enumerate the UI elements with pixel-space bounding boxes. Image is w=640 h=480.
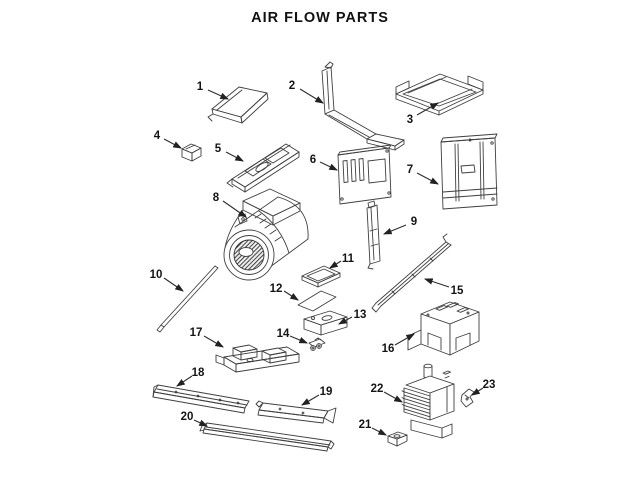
- part-1-art: [207, 86, 269, 124]
- part-15-art: [371, 233, 452, 313]
- callout-18: 18: [176, 367, 205, 387]
- callout-arrow-2: [299, 88, 324, 104]
- part-11-art: [301, 265, 341, 288]
- callout-17: 17: [190, 327, 224, 348]
- callout-arrow-10: [163, 277, 184, 292]
- callout-arrow-11: [329, 260, 342, 269]
- callout-arrow-17: [203, 335, 224, 348]
- callout-6: 6: [310, 154, 338, 171]
- callout-16: 16: [382, 333, 415, 355]
- callout-9: 9: [382, 216, 417, 235]
- callout-label-2: 2: [289, 80, 295, 92]
- part-21-art: [387, 431, 408, 447]
- callout-arrow-7: [416, 172, 439, 185]
- callout-15: 15: [423, 278, 464, 297]
- callout-arrow-20: [193, 419, 208, 427]
- callout-label-14: 14: [277, 328, 290, 340]
- callout-arrow-18: [176, 375, 193, 387]
- callout-12: 12: [270, 283, 299, 301]
- part-7-art: [440, 133, 498, 210]
- callout-10: 10: [150, 269, 184, 292]
- callout-arrow-15: [423, 278, 450, 288]
- part-8-art: [223, 188, 309, 281]
- callout-2: 2: [289, 80, 324, 104]
- callout-label-16: 16: [382, 343, 395, 355]
- callout-label-3: 3: [407, 114, 413, 126]
- part-5-art: [226, 143, 300, 193]
- callout-3: 3: [407, 102, 439, 126]
- part-18-art: [152, 384, 250, 414]
- callout-arrow-8: [222, 200, 247, 218]
- callout-label-22: 22: [371, 383, 384, 395]
- callout-arrow-13: [338, 316, 353, 325]
- callout-label-1: 1: [197, 81, 204, 93]
- callout-label-5: 5: [215, 143, 222, 155]
- callout-label-12: 12: [270, 283, 283, 295]
- part-10-art: [156, 265, 219, 333]
- callout-23: 23: [471, 379, 496, 396]
- part-6-art: [337, 144, 392, 205]
- callout-label-20: 20: [181, 411, 194, 423]
- part-2-art: [321, 61, 405, 151]
- callout-arrow-16: [394, 333, 415, 346]
- callout-label-11: 11: [342, 253, 355, 265]
- part-12-art: [297, 290, 337, 312]
- callout-arrow-22: [383, 391, 403, 403]
- part-3-art: [395, 73, 484, 116]
- part-17-art: [215, 344, 300, 373]
- callout-arrow-5: [225, 151, 244, 162]
- callout-arrow-9: [382, 224, 407, 235]
- part-20-art: [199, 422, 335, 452]
- callout-label-23: 23: [483, 379, 496, 391]
- callout-11: 11: [329, 253, 355, 269]
- callout-label-18: 18: [192, 367, 205, 379]
- callout-13: 13: [338, 309, 367, 325]
- callout-label-6: 6: [310, 154, 316, 166]
- callout-arrow-3: [416, 102, 439, 116]
- callout-14: 14: [277, 328, 309, 344]
- callout-4: 4: [154, 130, 182, 149]
- part-22-art: [401, 363, 455, 439]
- callout-label-21: 21: [359, 419, 372, 431]
- callout-label-10: 10: [150, 269, 163, 281]
- callout-8: 8: [213, 192, 247, 218]
- part-9-art: [366, 200, 381, 270]
- part-14-art: [308, 337, 326, 351]
- callout-21: 21: [359, 419, 387, 436]
- callout-label-8: 8: [213, 192, 220, 204]
- callout-22: 22: [371, 383, 403, 403]
- callout-arrow-6: [319, 161, 338, 171]
- callout-19: 19: [301, 386, 333, 406]
- callout-arrow-12: [283, 290, 299, 301]
- callout-arrow-19: [301, 394, 320, 406]
- part-16-art: [407, 301, 480, 356]
- callout-20: 20: [181, 411, 208, 427]
- part-23-art: [460, 388, 475, 408]
- part-4-art: [181, 143, 202, 162]
- callout-arrow-4: [163, 138, 182, 149]
- callout-label-4: 4: [154, 130, 161, 142]
- callout-5: 5: [215, 143, 244, 162]
- callout-label-7: 7: [407, 164, 413, 176]
- callout-label-17: 17: [190, 327, 203, 339]
- callout-label-15: 15: [451, 285, 464, 297]
- part-19-art: [255, 400, 337, 424]
- callout-label-19: 19: [320, 386, 333, 398]
- callout-arrow-14: [289, 335, 309, 344]
- callout-arrow-21: [371, 427, 387, 436]
- callout-label-9: 9: [411, 216, 417, 228]
- page-title: AIR FLOW PARTS: [251, 10, 389, 26]
- callout-label-13: 13: [354, 309, 367, 321]
- callout-arrow-1: [207, 89, 230, 100]
- callout-7: 7: [407, 164, 439, 185]
- callout-arrow-23: [471, 387, 484, 396]
- callout-1: 1: [197, 81, 230, 100]
